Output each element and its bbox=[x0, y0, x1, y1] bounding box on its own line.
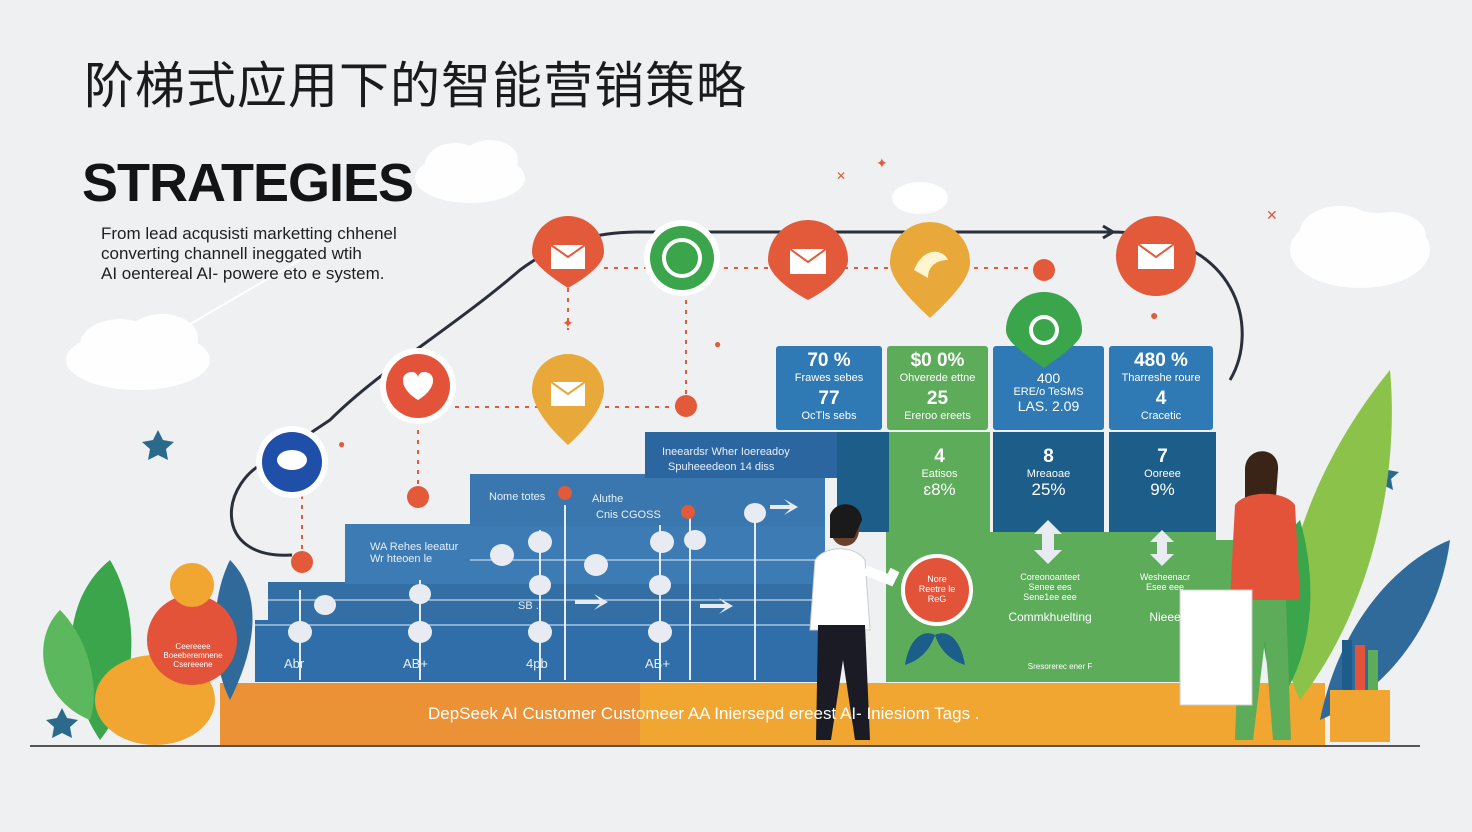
subtitle-line: AI oentereal AI- powere eto e system. bbox=[101, 264, 385, 283]
woman-reader-figure bbox=[1179, 451, 1300, 740]
double-arrow-icon bbox=[1034, 520, 1174, 566]
svg-text:✕: ✕ bbox=[836, 169, 846, 183]
green-badge-text: Nore Reetre le ReG bbox=[918, 574, 956, 604]
plant-badge-text: Ceereeee Boeeberemnene Csereeene bbox=[163, 642, 223, 669]
svg-text:✦: ✦ bbox=[562, 315, 574, 331]
stair-label: Aluthe bbox=[592, 493, 624, 505]
mail-icon bbox=[532, 354, 604, 445]
stair-bottom-label: Abr bbox=[284, 656, 305, 671]
arrow-icons bbox=[575, 499, 798, 614]
lower-card: 8 Mreaoae 25% bbox=[1026, 446, 1071, 499]
stair-bottom-label: 4pb bbox=[526, 656, 548, 671]
stair-label: Spuheeedeon 14 diss bbox=[668, 461, 775, 473]
svg-text:✦: ✦ bbox=[876, 155, 888, 171]
woman-presenter-figure bbox=[809, 504, 900, 740]
mail-icon bbox=[532, 216, 604, 288]
stair-bottom-label: AB+ bbox=[403, 656, 428, 671]
green-note: Sresorerec ener F bbox=[1027, 662, 1093, 671]
top-cards-lower bbox=[837, 432, 1216, 532]
stair-nodes bbox=[288, 503, 766, 643]
svg-text:●: ● bbox=[714, 337, 721, 351]
whatsapp-icon bbox=[644, 220, 720, 296]
lower-card: 4 Eatisos ɛ8% bbox=[921, 446, 958, 499]
whatsapp-icon bbox=[1006, 292, 1082, 368]
green-col-text: Wesheenacr Esee eee Nieee bbox=[1139, 572, 1191, 624]
left-plant-decoration bbox=[43, 560, 253, 745]
stair-bottom-label: AB+ bbox=[645, 656, 670, 671]
page-title-en: STRATEGIES bbox=[82, 153, 414, 213]
top-card: 480 % Tharreshe roure 4 Cracetic bbox=[1121, 350, 1201, 422]
flow-connector-line bbox=[229, 230, 1244, 557]
stair-label: Ineeardsr Wher Ioereadoy bbox=[662, 446, 790, 458]
stair-label: Cnis CGOSS bbox=[596, 509, 661, 521]
svg-text:✕: ✕ bbox=[1266, 207, 1278, 223]
page-title-cn: 阶梯式应用下的智能营销策略 bbox=[84, 57, 747, 115]
heart-icon bbox=[380, 348, 456, 424]
stair-rails bbox=[255, 505, 820, 680]
stair-label: SB .. bbox=[518, 600, 542, 612]
stair-label: WA Rehes leeatur Wr hteoen le bbox=[370, 541, 459, 565]
page-subtitle: From lead acqusisti marketting chhenel c… bbox=[101, 224, 431, 284]
cloud-decoration bbox=[66, 140, 1430, 390]
top-card: $0 0% Ohverede ettne 25 Ereroo ereets bbox=[899, 350, 976, 422]
svg-text:●: ● bbox=[1150, 307, 1158, 323]
flame-icon bbox=[890, 222, 970, 318]
mail-icon bbox=[1116, 216, 1196, 296]
top-card: 70 % Frawes sebes 77 OcTls sebs bbox=[794, 350, 864, 422]
bottom-banner-text: DepSeek AI Customer Customeer AA Inierse… bbox=[428, 704, 980, 723]
stair-label: Nome totes bbox=[489, 491, 546, 503]
green-panel-badge bbox=[901, 554, 973, 626]
svg-text:●: ● bbox=[338, 437, 345, 451]
chat-bubble-icon bbox=[256, 426, 328, 498]
green-col-text: Coreonoanteet Senee ees Sene1ee eee Comm… bbox=[1008, 572, 1092, 624]
mail-icon bbox=[768, 220, 848, 300]
top-cards-upper bbox=[776, 346, 1213, 430]
connector-dots bbox=[291, 259, 1055, 573]
top-card: 400 ERE/o TeSMS LAS. 2.09 bbox=[1013, 370, 1084, 414]
subtitle-line: converting channell ineggated wtih bbox=[101, 244, 362, 263]
subtitle-line: From lead acqusisti marketting chhenel bbox=[101, 224, 397, 243]
lower-card: 7 Ooreee 9% bbox=[1144, 446, 1181, 499]
